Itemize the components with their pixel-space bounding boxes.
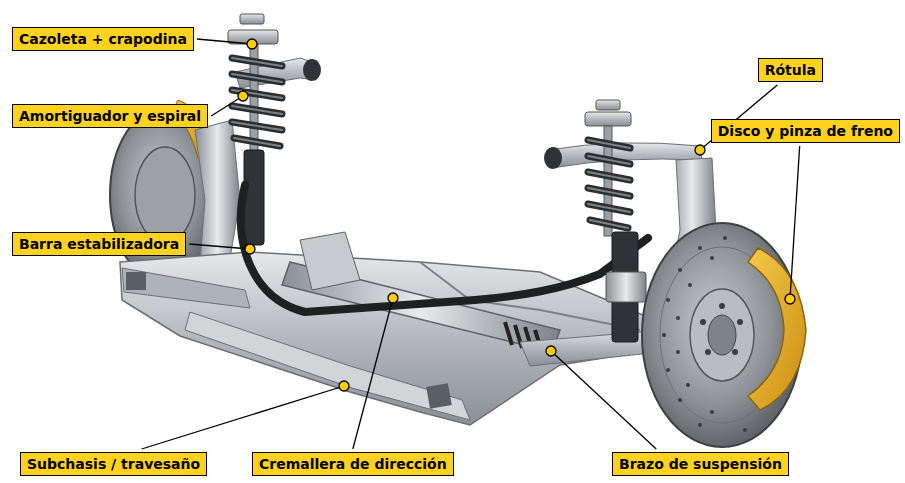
callout-dot <box>546 346 556 356</box>
callout-dot <box>247 39 257 49</box>
callout-label: Cremallera de dirección <box>259 456 447 472</box>
bushing <box>544 147 562 169</box>
leader-line <box>142 386 344 449</box>
callout-box: Cremallera de dirección <box>252 452 454 476</box>
callout-box: Barra estabilizadora <box>12 232 186 256</box>
leader-line <box>353 298 393 449</box>
callout-box: Brazo de suspensión <box>612 452 789 476</box>
callout-label: Disco y pinza de freno <box>718 123 893 139</box>
callout-dot <box>695 145 705 155</box>
callout-dot <box>245 244 255 254</box>
callout-box: Disco y pinza de freno <box>711 119 900 143</box>
callout-dot <box>238 91 248 101</box>
right-brake-disc <box>642 223 806 447</box>
leader-line <box>189 244 250 249</box>
bushing <box>303 59 321 81</box>
callout-dot <box>785 294 795 304</box>
leader-line <box>790 146 800 299</box>
callout-box: Amortiguador y espiral <box>12 104 208 128</box>
leader-line <box>197 39 252 44</box>
callout-dot <box>339 381 349 391</box>
left-strut <box>228 14 282 245</box>
callout-label: Subchasis / travesaño <box>27 456 200 472</box>
right-strut <box>585 100 646 342</box>
callout-label: Cazoleta + crapodina <box>19 31 187 47</box>
callout-box: Rótula <box>758 58 823 82</box>
callout-box: Subchasis / travesaño <box>20 452 207 476</box>
leader-line <box>551 351 656 449</box>
callout-label: Brazo de suspensión <box>619 456 782 472</box>
callout-label: Amortiguador y espiral <box>19 108 201 124</box>
callout-label: Rótula <box>765 62 816 78</box>
callout-dot <box>388 293 398 303</box>
callout-box: Cazoleta + crapodina <box>12 27 194 51</box>
callout-label: Barra estabilizadora <box>19 236 179 252</box>
